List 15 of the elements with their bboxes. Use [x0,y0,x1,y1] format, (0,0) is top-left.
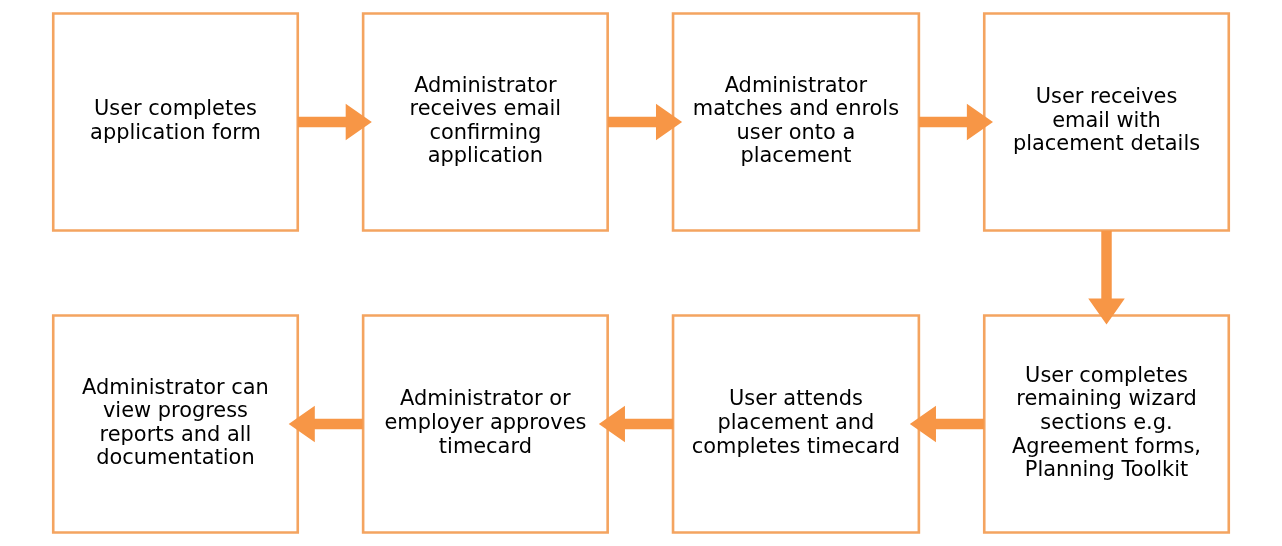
node-box: User completes remaining wizard sections e.g. Agreement forms, Planning Toolkit [982,314,1231,534]
arrow [918,103,993,141]
node-box: User completes application form [51,12,300,232]
node-box: Administrator or employer approves timecard [361,314,609,534]
arrow [1088,230,1125,325]
node-box: Administrator receives email confirming application [361,12,609,232]
arrow [607,103,683,141]
arrow [297,103,372,141]
node-box: Administrator matches and enrols user onto a placement [671,12,921,232]
node-box: User receives email with placement details [982,12,1231,232]
arrow [598,405,673,443]
arrow [288,405,363,443]
node-box: Administrator can view progress reports and all documentation [51,314,300,534]
arrow [909,405,984,443]
node-box: User attends placement and completes timecard [671,314,921,534]
